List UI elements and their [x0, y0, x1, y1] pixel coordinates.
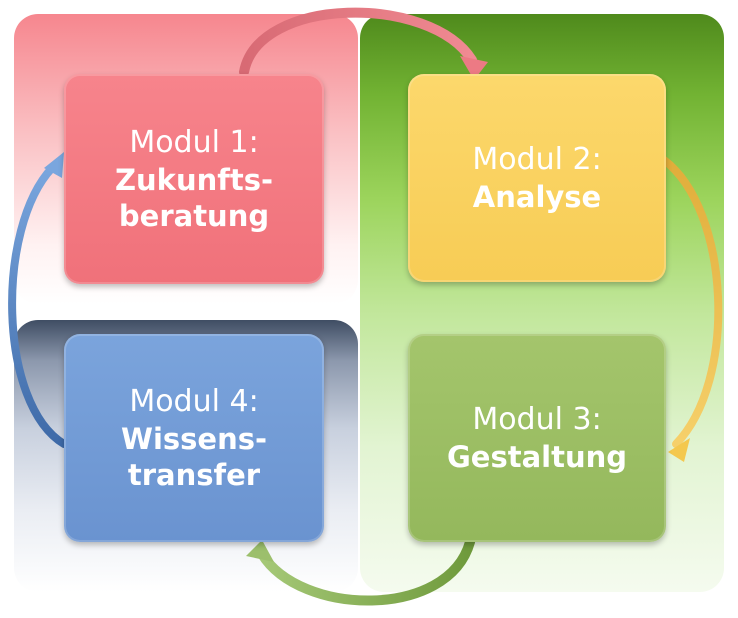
module-3-box: Modul 3: Gestaltung — [408, 334, 666, 542]
module-1-title: Modul 1: — [129, 125, 259, 160]
arrow-modul1-to-modul2 — [239, 7, 488, 80]
module-4-name-line2: transfer — [127, 458, 261, 492]
module-4-name-line1: Wissens- — [120, 422, 268, 456]
module-2-name: Analyse — [472, 180, 602, 214]
module-3-name: Gestaltung — [446, 440, 628, 474]
module-1-box: Modul 1: Zukunfts- beratung — [64, 74, 324, 284]
arrow-modul2-to-modul3 — [660, 156, 723, 462]
module-2-box: Modul 2: Analyse — [408, 74, 666, 282]
module-4-title: Modul 4: — [129, 384, 259, 419]
module-2-title: Modul 2: — [472, 142, 602, 177]
module-1-name-line2: beratung — [118, 199, 270, 233]
module-4-box: Modul 4: Wissens- transfer — [64, 334, 324, 542]
arrow-modul3-to-modul4 — [246, 537, 475, 606]
arrow-modul4-to-modul1 — [8, 152, 68, 448]
module-1-name-line1: Zukunfts- — [114, 163, 274, 197]
module-3-title: Modul 3: — [472, 402, 602, 437]
